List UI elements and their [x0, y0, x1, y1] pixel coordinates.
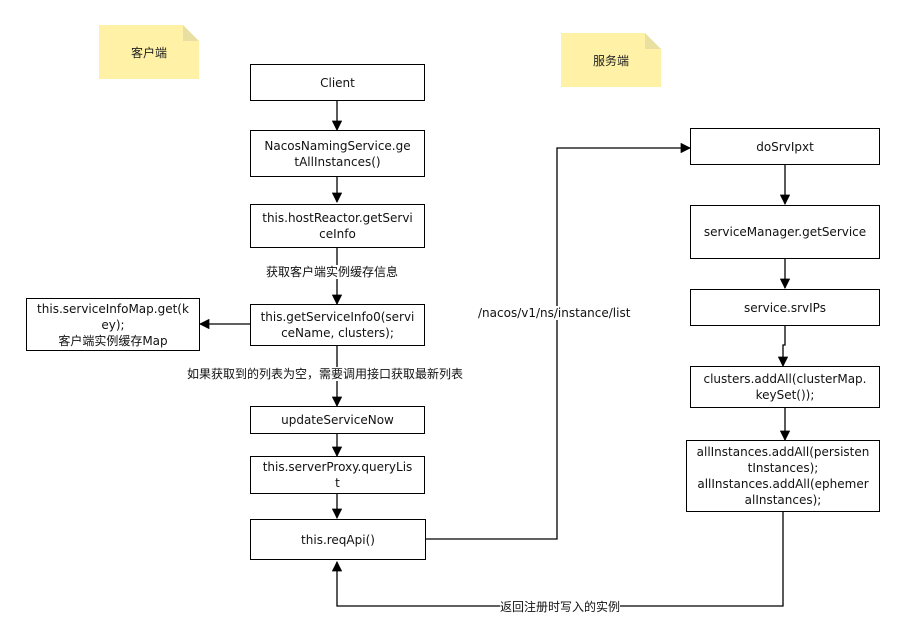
- edge-reqapi-to-dosrvipxt: [426, 142, 692, 540]
- req-api-box-label: this.reqApi(): [301, 532, 375, 547]
- edge-srvips-to-clusters: [777, 326, 789, 368]
- service-info-map-box-label: this.serviceInfoMap.get(k ey); 客户端实例缓存Ma…: [37, 301, 189, 348]
- clusters-add-all-box: clusters.addAll(clusterMap. keySet());: [690, 366, 880, 408]
- all-instances-box-label: allInstances.addAll(persisten tInstances…: [696, 445, 870, 507]
- naming-service-box: NacosNamingService.ge tAllInstances(): [250, 130, 425, 177]
- do-srv-ipxt-box: doSrvIpxt: [690, 128, 880, 165]
- edge-label-api-path: /nacos/v1/ns/instance/list: [478, 306, 631, 320]
- service-manager-box: serviceManager.getService: [690, 205, 880, 259]
- note-fold: [183, 25, 199, 41]
- service-srv-ips-box: service.srvIPs: [690, 289, 880, 326]
- client-side-note: 客户端: [99, 25, 199, 79]
- get-service-info0-box-label: this.getServiceInfo0(servi ceName, clust…: [260, 310, 415, 340]
- server-proxy-box-label: this.serverProxy.queryLis t: [262, 460, 413, 490]
- update-service-now-box: updateServiceNow: [250, 406, 425, 434]
- edge-label-get-client-cache: 获取客户端实例缓存信息: [266, 265, 399, 279]
- note-fold: [645, 33, 661, 49]
- get-service-info0-box: this.getServiceInfo0(servi ceName, clust…: [250, 304, 425, 346]
- do-srv-ipxt-box-label: doSrvIpxt: [756, 139, 814, 154]
- host-reactor-box: this.hostReactor.getServi ceInfo: [250, 204, 425, 248]
- server-side-note: 服务端: [561, 33, 661, 87]
- update-service-now-box-label: updateServiceNow: [281, 413, 394, 427]
- service-srv-ips-box-label: service.srvIPs: [744, 300, 826, 315]
- server-side-note-text: 服务端: [592, 53, 629, 68]
- req-api-box: this.reqApi(): [250, 519, 426, 560]
- client-side-note-text: 客户端: [130, 45, 167, 60]
- client-box-label: Client: [320, 75, 355, 90]
- edge-label-return-instances: 返回注册时写入的实例: [500, 600, 621, 614]
- host-reactor-box-label: this.hostReactor.getServi ceInfo: [262, 211, 413, 241]
- service-manager-box-label: serviceManager.getService: [703, 225, 867, 239]
- edge-label-if-empty: 如果获取到的列表为空，需要调用接口获取最新列表: [187, 367, 464, 381]
- client-box: Client: [250, 64, 425, 101]
- server-proxy-box: this.serverProxy.queryLis t: [250, 456, 425, 494]
- service-info-map-box: this.serviceInfoMap.get(k ey); 客户端实例缓存Ma…: [26, 298, 200, 351]
- clusters-add-all-box-label: clusters.addAll(clusterMap. keySet());: [703, 372, 867, 402]
- all-instances-box: allInstances.addAll(persisten tInstances…: [686, 440, 880, 512]
- naming-service-box-label: NacosNamingService.ge tAllInstances(): [264, 138, 411, 169]
